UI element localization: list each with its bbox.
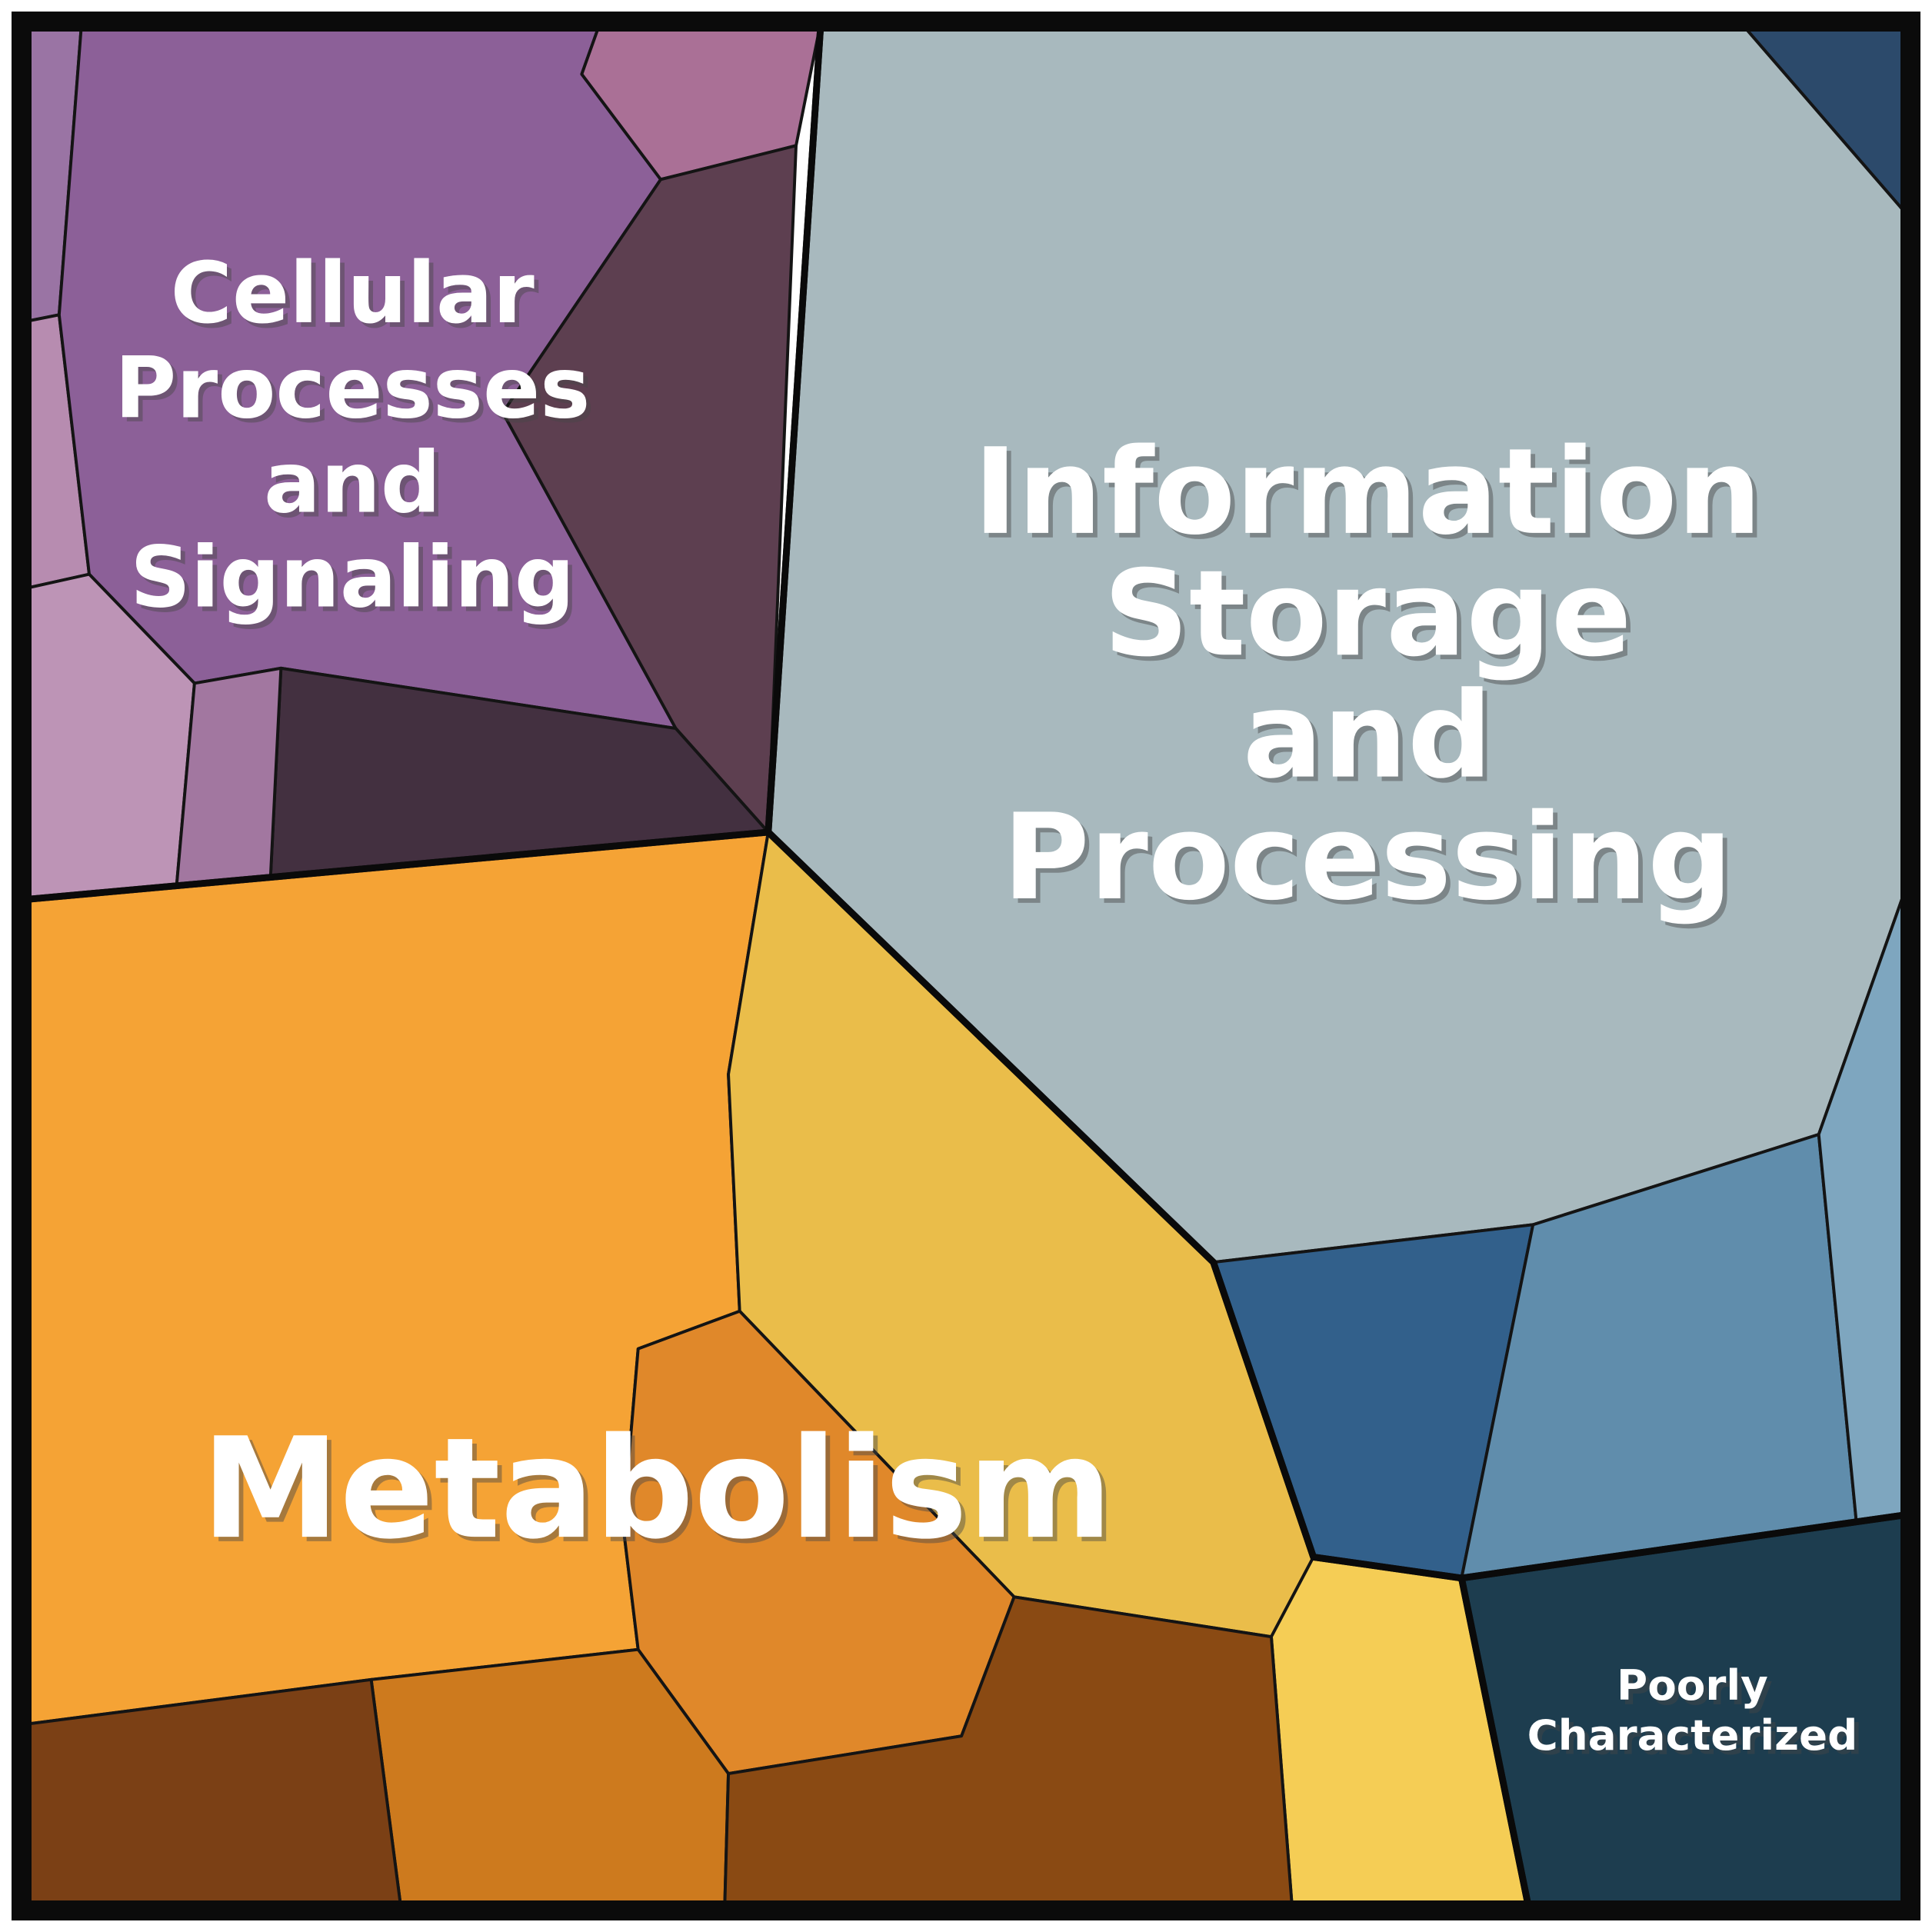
cell-cps-light-b [174,666,283,898]
figure-frame [12,12,1920,1920]
label-metabolism-shadow: Metabolism [206,1412,1118,1574]
label-metabolism: Metabolism [202,1407,1113,1570]
